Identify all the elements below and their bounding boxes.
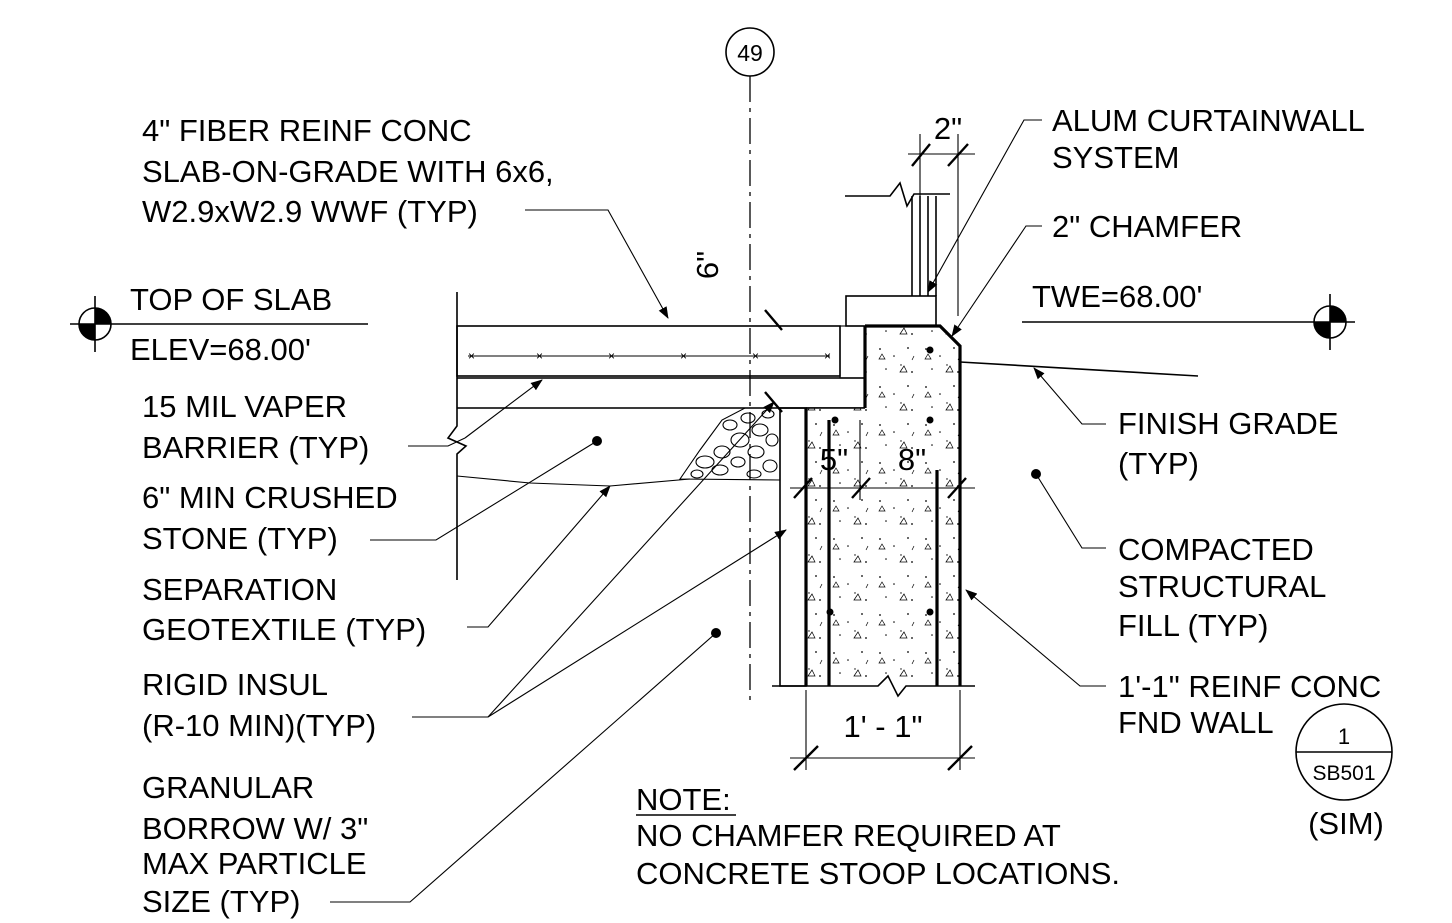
label-wall-line1: 1'-1" REINF CONC [1118,669,1381,704]
label-slab-line3: W2.9xW2.9 WWF (TYP) [142,194,478,229]
label-twe: TWE=68.00' [1032,279,1202,314]
label-wall-line2: FND WALL [1118,705,1274,740]
svg-text:×: × [824,349,831,363]
svg-text:×: × [680,349,687,363]
grid-line-49: 49 [725,27,775,700]
leader-lines [330,119,1106,903]
dimension-5in-8in: 5" 8" [790,420,975,500]
dim-5in-text: 5" [820,442,848,477]
svg-text:×: × [608,349,615,363]
elevation-marker-right [1022,294,1355,350]
label-curtainwall-line2: SYSTEM [1052,140,1179,175]
dim-2in-text: 2" [934,111,962,146]
label-borrow-line2: BORROW W/ 3" [142,811,368,846]
dimension-6in: 6" [690,251,783,413]
note-line1: NO CHAMFER REQUIRED AT [636,818,1061,853]
label-geotextile-line2: GEOTEXTILE (TYP) [142,612,426,647]
dim-8in-text: 8" [898,442,926,477]
finish-grade-line [959,361,1199,377]
label-stone-line1: 6" MIN CRUSHED [142,480,398,515]
dim-6in-text: 6" [690,251,725,279]
label-grade-line2: (TYP) [1118,446,1199,481]
grid-bubble-label: 49 [737,40,763,66]
label-fill-line2: STRUCTURAL [1118,569,1326,604]
labels-left: 4" FIBER REINF CONC SLAB-ON-GRADE WITH 6… [130,113,554,919]
foundation-wall [772,324,975,698]
detail-reference-symbol: 1 SB501 (SIM) [1295,703,1393,841]
note-title: NOTE: [636,782,731,817]
label-geotextile-line1: SEPARATION [142,572,337,607]
label-chamfer: 2" CHAMFER [1052,209,1242,244]
elevation-marker-left [70,296,368,352]
dimension-1ft1in: 1' - 1" [790,690,975,771]
left-break-line [446,292,691,580]
labels-right: ALUM CURTAINWALL SYSTEM 2" CHAMFER TWE=6… [1032,103,1381,740]
label-vapor-line2: BARRIER (TYP) [142,430,369,465]
concrete-slab: × × × × × × [456,325,841,377]
svg-text:×: × [752,349,759,363]
dimension-2in: 2" [908,111,975,316]
label-borrow-line1: GRANULAR [142,770,314,805]
label-slab-line1: 4" FIBER REINF CONC [142,113,472,148]
insul-strip-slab-edge [839,325,866,379]
label-insul-line1: RIGID INSUL [142,667,328,702]
label-curtainwall-line1: ALUM CURTAINWALL [1052,103,1365,138]
crushed-stone [678,407,781,481]
curtainwall [845,181,950,327]
detail-sheet: SB501 [1312,762,1375,785]
note-block: NOTE: NO CHAMFER REQUIRED AT CONCRETE ST… [636,782,1120,891]
svg-text:×: × [536,349,543,363]
label-stone-line2: STONE (TYP) [142,521,338,556]
label-elev: ELEV=68.00' [130,332,311,367]
label-fill-line1: COMPACTED [1118,532,1314,567]
label-top-of-slab: TOP OF SLAB [130,282,332,317]
label-fill-line3: FILL (TYP) [1118,608,1268,643]
rigid-insulation-underslab [456,377,866,409]
detail-qualifier: (SIM) [1308,806,1384,841]
label-borrow-line4: SIZE (TYP) [142,884,300,919]
dim-1ft1in-text: 1' - 1" [844,709,923,744]
detail-number: 1 [1338,724,1350,749]
label-borrow-line3: MAX PARTICLE [142,846,367,881]
label-grade-line1: FINISH GRADE [1118,406,1338,441]
label-vapor-line1: 15 MIL VAPER [142,389,347,424]
svg-text:×: × [468,349,475,363]
note-line2: CONCRETE STOOP LOCATIONS. [636,856,1120,891]
label-insul-line2: (R-10 MIN)(TYP) [142,708,376,743]
rigid-insulation-vertical [779,407,807,687]
label-slab-line2: SLAB-ON-GRADE WITH 6x6, [142,154,554,189]
